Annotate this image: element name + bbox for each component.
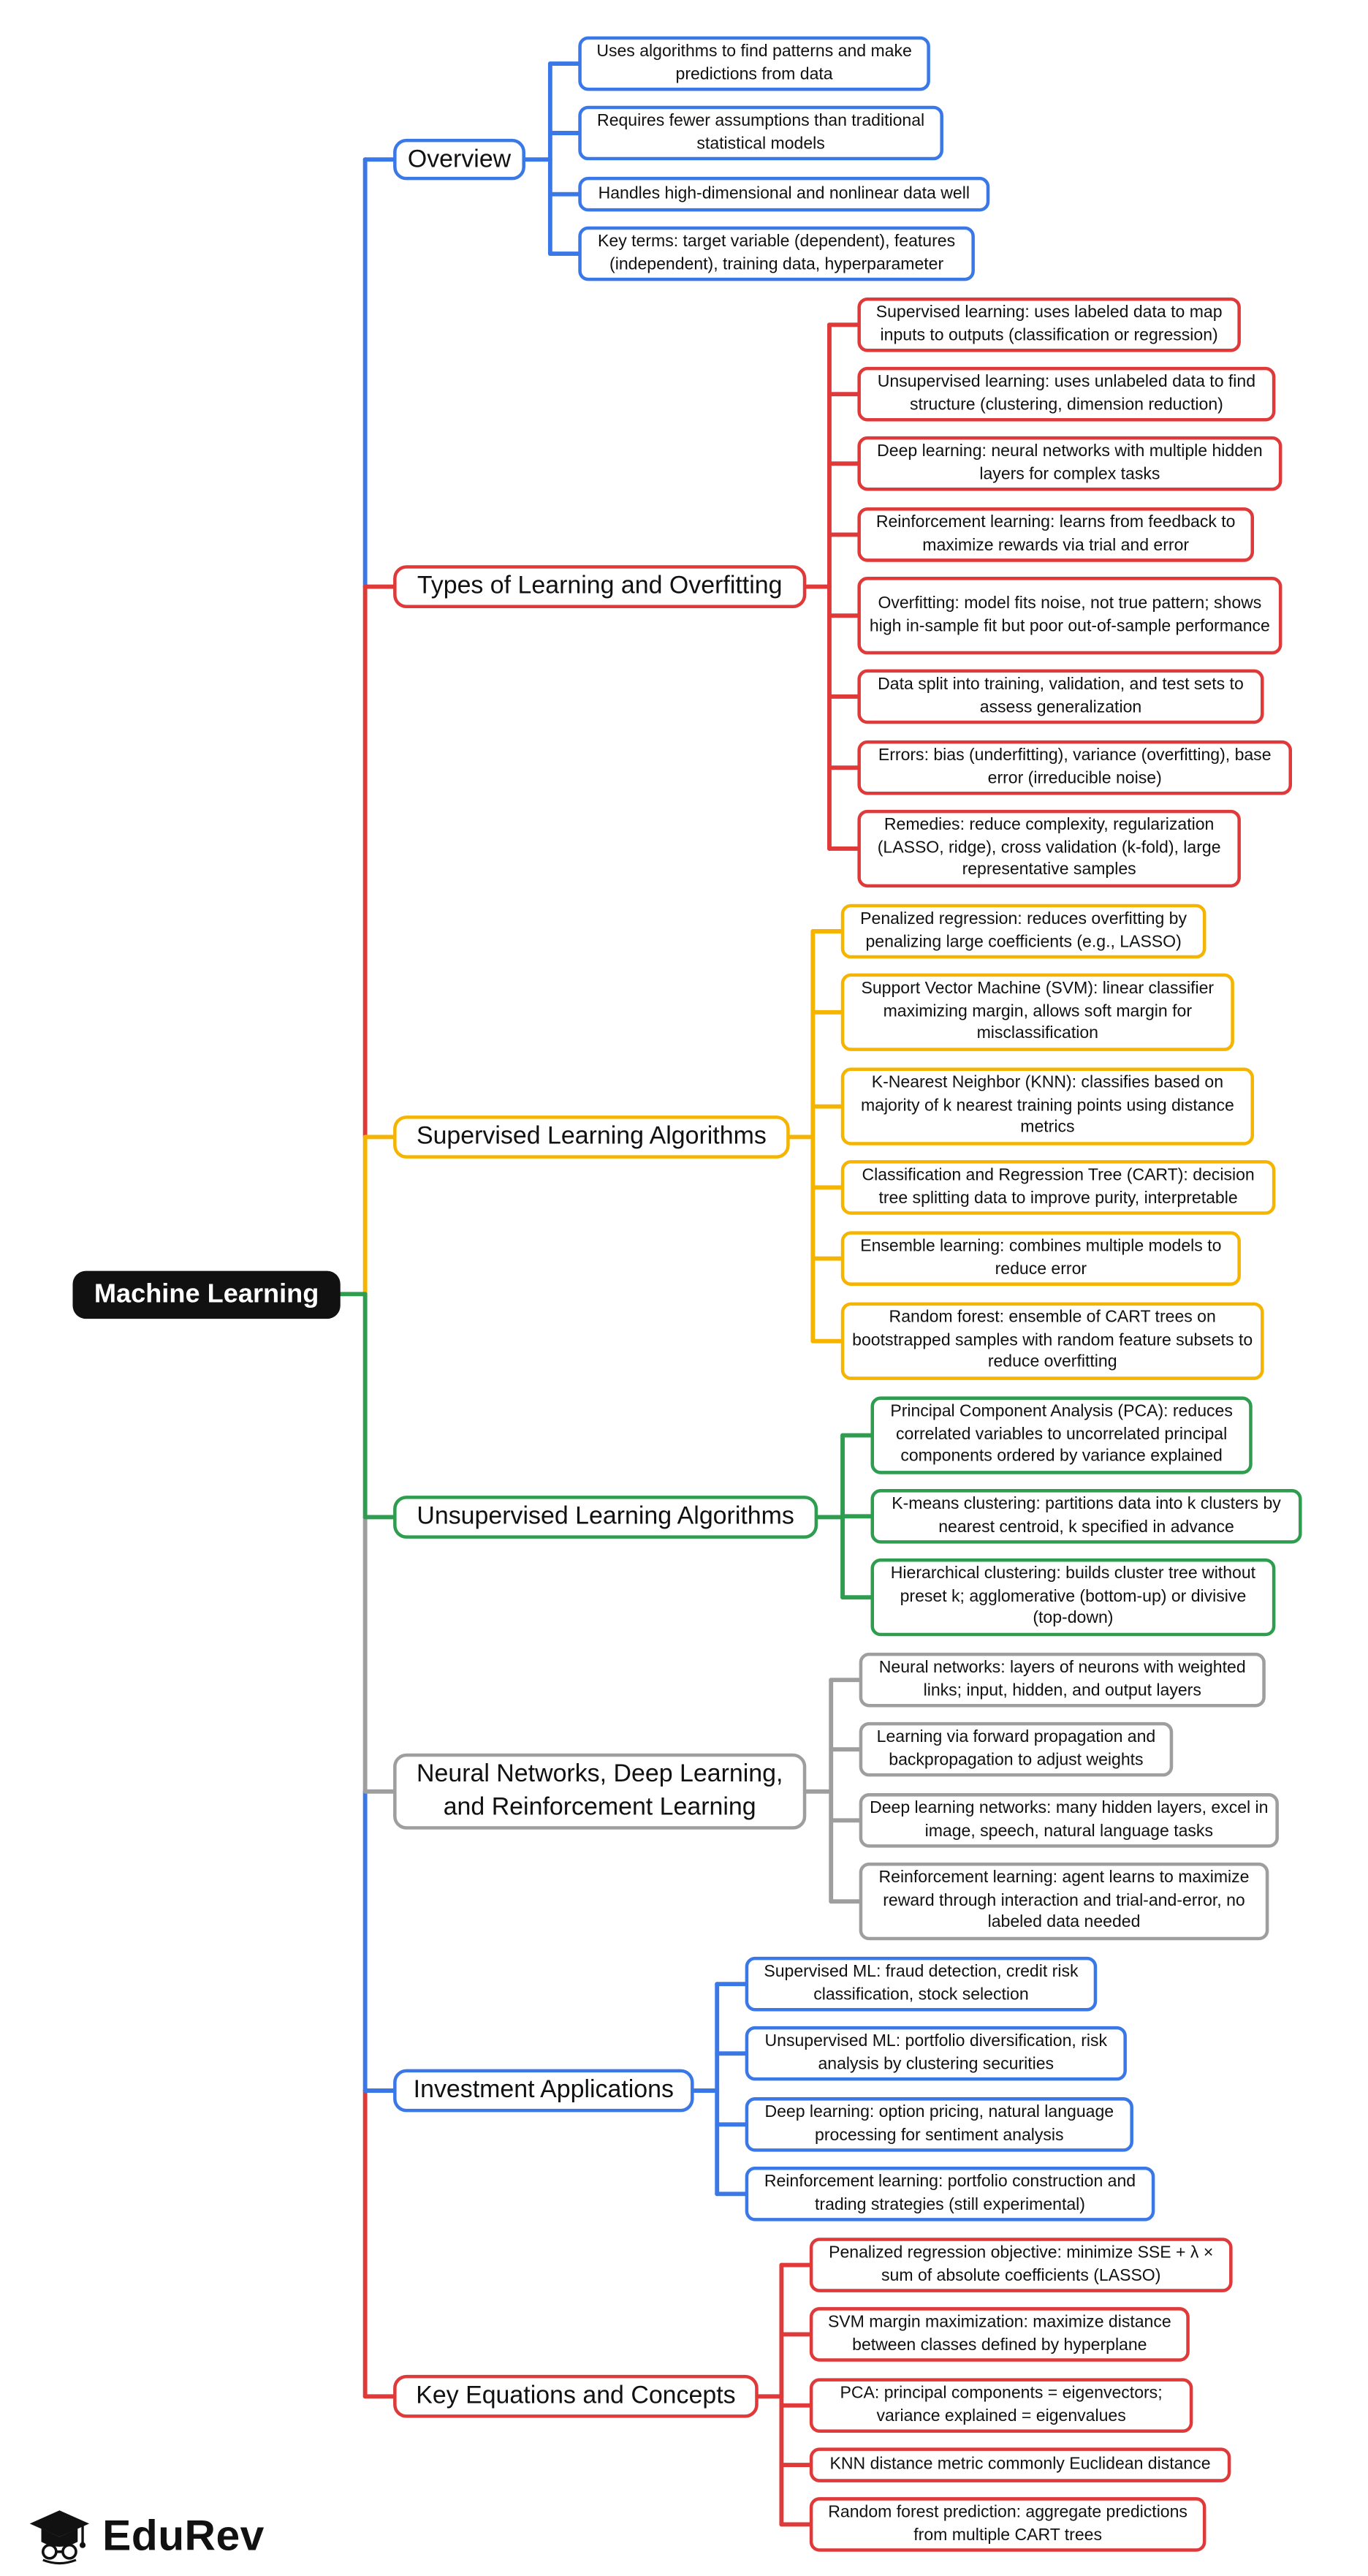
leaf-node: Learning via forward propagation and bac… <box>859 1721 1174 1777</box>
leaf-node: Data split into training, validation, an… <box>857 669 1264 724</box>
leaf-node: Penalized regression: reduces overfittin… <box>840 904 1206 959</box>
leaf-node: Requires fewer assumptions than traditio… <box>578 105 943 161</box>
leaf-node: Ensemble learning: combines multiple mod… <box>840 1231 1241 1286</box>
leaf-node: Supervised ML: fraud detection, credit r… <box>745 1956 1098 2012</box>
leaf-node: Unsupervised learning: uses unlabeled da… <box>857 366 1276 422</box>
leaf-node: Support Vector Machine (SVM): linear cla… <box>840 973 1234 1051</box>
branch-supervised-algorithms: Supervised Learning Algorithms <box>393 1115 790 1159</box>
leaf-node: Supervised learning: uses labeled data t… <box>857 297 1241 352</box>
leaf-node: K-Nearest Neighbor (KNN): classifies bas… <box>840 1067 1255 1145</box>
leaf-node: PCA: principal components = eigenvectors… <box>809 2378 1193 2433</box>
leaf-node: Reinforcement learning: agent learns to … <box>859 1863 1269 1941</box>
leaf-node: Random forest prediction: aggregate pred… <box>809 2497 1206 2552</box>
leaf-node: Uses algorithms to find patterns and mak… <box>578 36 930 91</box>
leaf-node: Penalized regression objective: minimize… <box>809 2238 1233 2292</box>
leaf-node: Overfitting: model fits noise, not true … <box>857 577 1282 655</box>
leaf-node: SVM margin maximization: maximize distan… <box>809 2307 1190 2362</box>
branch-neural-networks: Neural Networks, Deep Learning, and Rein… <box>393 1753 807 1830</box>
leaf-node: Reinforcement learning: portfolio constr… <box>745 2167 1155 2221</box>
branch-types-of-learning: Types of Learning and Overfitting <box>393 565 807 609</box>
leaf-node: Handles high-dimensional and nonlinear d… <box>578 176 990 212</box>
brand-logo-text: EduRev <box>102 2510 265 2561</box>
leaf-node: Key terms: target variable (dependent), … <box>578 226 975 281</box>
leaf-node: Errors: bias (underfitting), variance (o… <box>857 740 1293 795</box>
root-node: Machine Learning <box>72 1270 341 1319</box>
branch-investment-applications: Investment Applications <box>393 2069 694 2113</box>
leaf-node: Hierarchical clustering: builds cluster … <box>870 1558 1276 1637</box>
branch-key-equations: Key Equations and Concepts <box>393 2374 759 2418</box>
graduation-cap-icon <box>29 2510 90 2565</box>
branch-unsupervised-algorithms: Unsupervised Learning Algorithms <box>393 1496 818 1539</box>
leaf-node: Reinforcement learning: learns from feed… <box>857 507 1255 562</box>
leaf-node: Neural networks: layers of neurons with … <box>859 1652 1266 1708</box>
leaf-node: Random forest: ensemble of CART trees on… <box>840 1302 1264 1380</box>
leaf-node: Remedies: reduce complexity, regularizat… <box>857 809 1241 888</box>
leaf-node: Deep learning: neural networks with mult… <box>857 436 1282 491</box>
leaf-node: Unsupervised ML: portfolio diversificati… <box>745 2026 1127 2081</box>
leaf-node: Classification and Regression Tree (CART… <box>840 1160 1276 1215</box>
branch-overview: Overview <box>393 138 525 181</box>
leaf-node: Deep learning: option pricing, natural l… <box>745 2097 1133 2152</box>
leaf-node: KNN distance metric commonly Euclidean d… <box>809 2447 1231 2482</box>
leaf-node: Deep learning networks: many hidden laye… <box>859 1793 1279 1848</box>
leaf-node: K-means clustering: partitions data into… <box>870 1489 1302 1544</box>
leaf-node: Principal Component Analysis (PCA): redu… <box>870 1396 1253 1474</box>
